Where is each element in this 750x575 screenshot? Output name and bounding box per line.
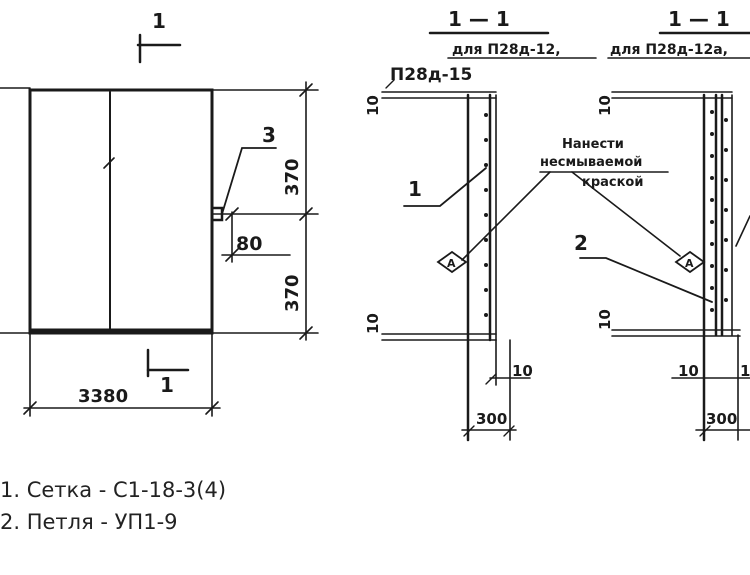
callout-1: 1	[408, 177, 422, 201]
section-left-dim-thickness: 300	[476, 410, 507, 428]
section-marker-bottom: 1	[160, 373, 174, 397]
note-line-3: краской	[582, 175, 643, 190]
section-right-dim-top: 10	[596, 95, 614, 116]
panel-outline	[28, 88, 214, 335]
dim-upper: 370	[282, 158, 303, 196]
section-marker-top: 1	[152, 9, 166, 33]
section-left-subtitle-2: П28д-15	[390, 65, 472, 85]
section-left-subtitle: для П28д-12,	[452, 42, 561, 58]
section-left-dim-top: 10	[364, 95, 382, 116]
section-left	[381, 31, 597, 442]
note-line-2: несмываемой	[540, 155, 642, 170]
section-right-subtitle: для П28д-12а,	[610, 42, 728, 58]
section-left-dim-edge: 10	[512, 362, 533, 380]
marker-right: А	[685, 257, 694, 270]
section-right-dim-edge-cut: 1	[740, 362, 750, 380]
legend-item-1: 1. Сетка - С1-18-3(4)	[0, 478, 227, 502]
marker-left: А	[447, 257, 456, 270]
dim-lower: 370	[282, 274, 303, 312]
section-right-dim-bottom: 10	[596, 309, 614, 330]
note-line-1: Нанести	[562, 137, 624, 152]
section-right-dim-edge: 10	[678, 362, 699, 380]
section-right-dim-thickness: 300	[706, 410, 737, 428]
plan-view	[0, 33, 319, 417]
dim-offset: 80	[236, 233, 262, 255]
dim-width: 3380	[78, 386, 128, 407]
section-right	[571, 31, 750, 442]
section-left-title: 1 — 1	[448, 7, 510, 31]
section-left-dim-bottom: 10	[364, 313, 382, 334]
legend-item-2: 2. Петля - УП1-9	[0, 510, 178, 534]
section-right-title: 1 — 1	[668, 7, 730, 31]
callout-3: 3	[262, 123, 276, 147]
callout-2: 2	[574, 231, 588, 255]
